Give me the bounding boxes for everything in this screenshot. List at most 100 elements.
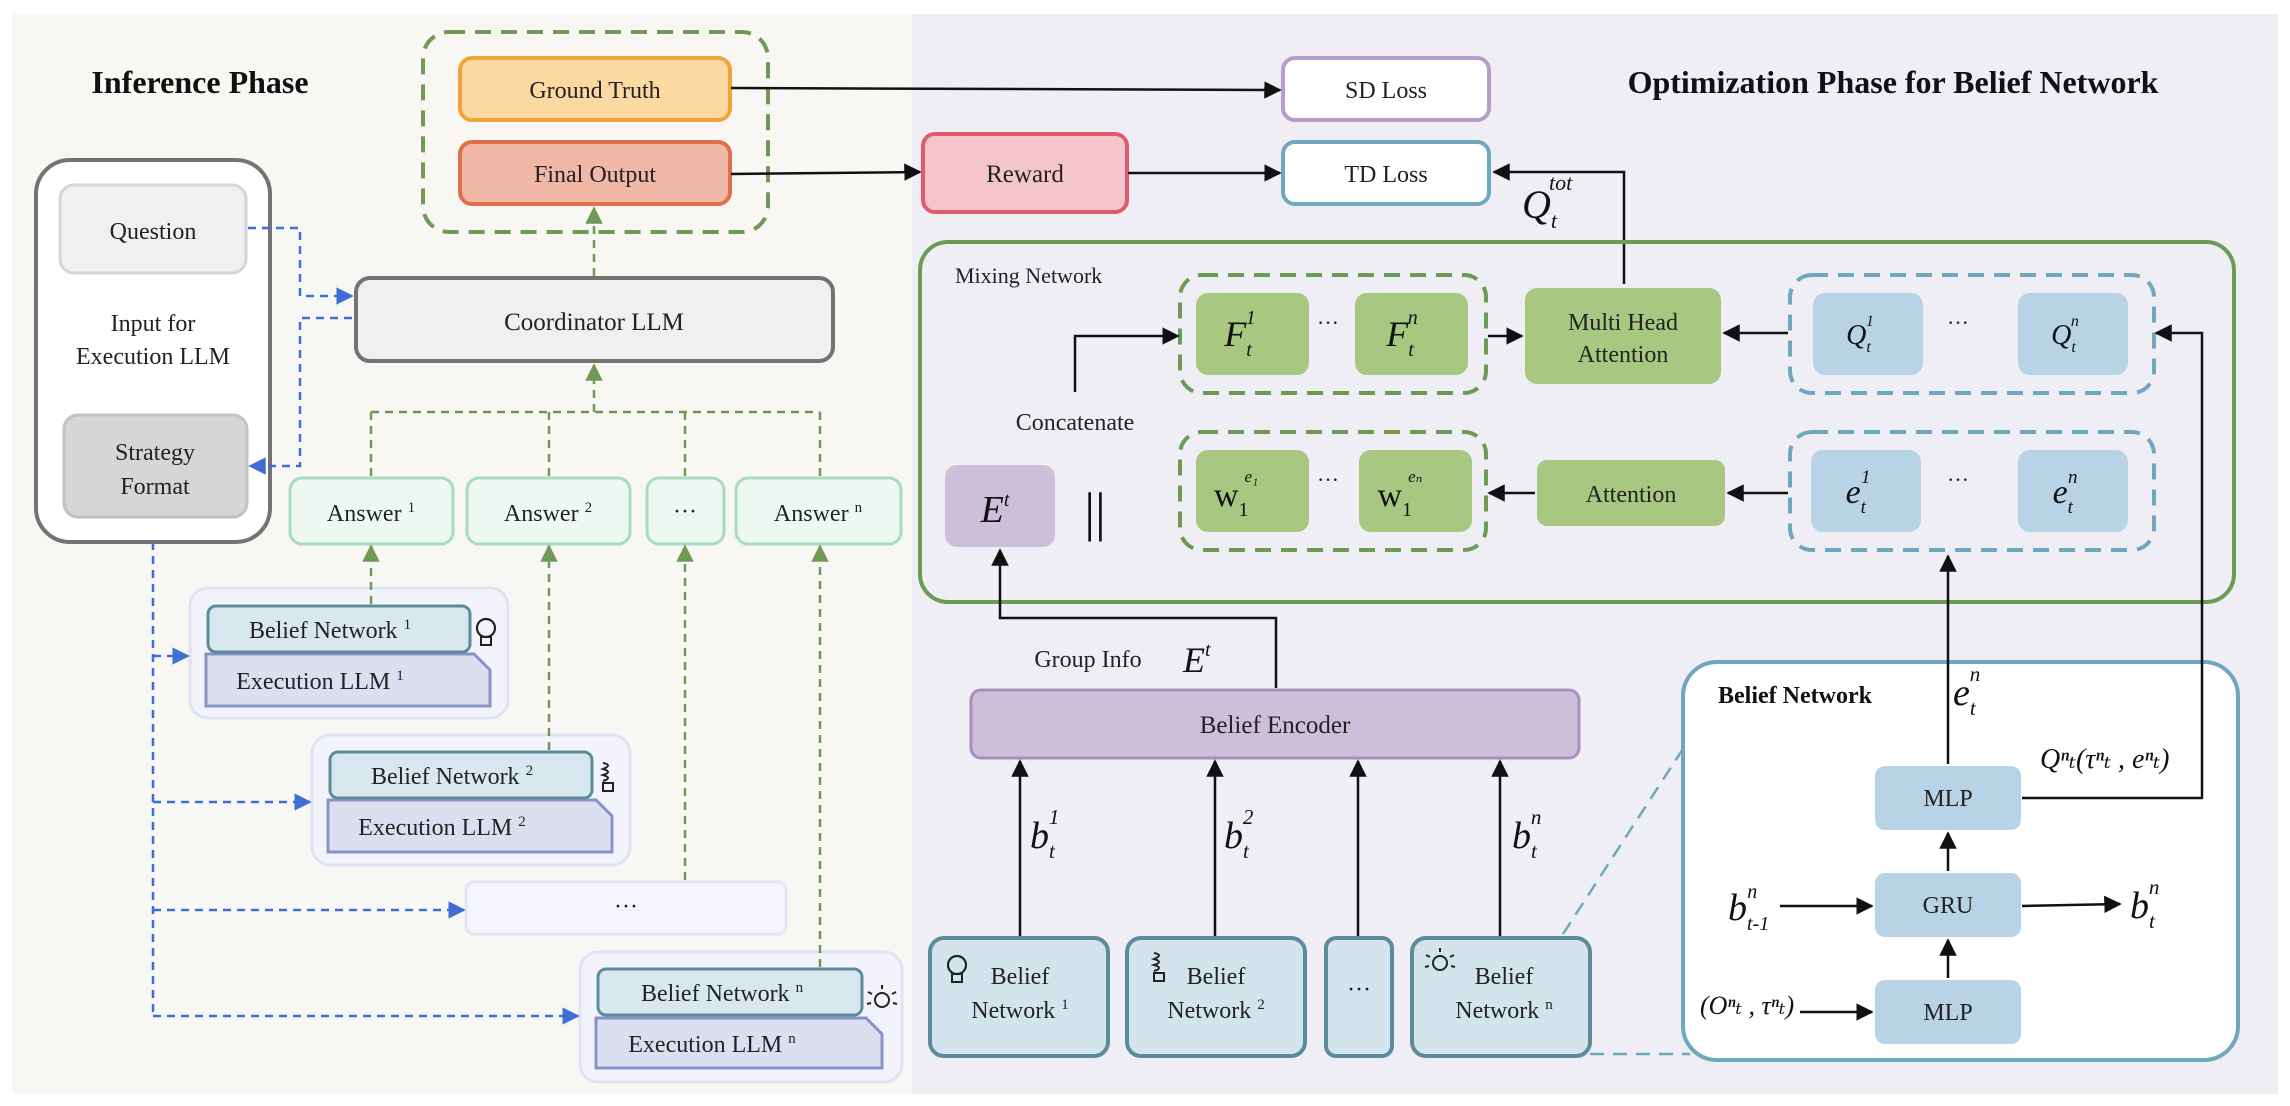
concatenate-to-f-arrow [1073, 327, 1180, 392]
b-label-n: btn [1512, 805, 1541, 863]
belief-node-n[interactable] [1410, 936, 1592, 1058]
concat-operator: || [1084, 482, 1106, 542]
mha-label-line2: Attention [1578, 342, 1669, 368]
belief-node-1-line1: Belief [991, 964, 1050, 990]
f-ellipsis: ··· [1317, 310, 1339, 335]
mlp-top-box[interactable] [1875, 766, 2021, 830]
input-caption-line1: Input for [111, 311, 196, 337]
belief-network-2-box[interactable] [328, 750, 594, 800]
mha-label-line1: Multi Head [1568, 310, 1678, 336]
answer-ellipsis-label: ··· [673, 499, 697, 525]
nodes-to-encoder-arrows [1011, 759, 1509, 936]
answer-ellipsis-box [645, 476, 726, 546]
ground-truth-box[interactable] [458, 56, 732, 122]
td-loss-label: TD Loss [1344, 162, 1427, 188]
attention-box[interactable] [1537, 460, 1725, 526]
multi-head-attention-box[interactable] [1525, 288, 1721, 384]
w-token-1 [1196, 450, 1309, 532]
answer-1-box[interactable] [288, 476, 455, 546]
input-distribution-connectors [151, 226, 580, 1025]
e-token-group [1788, 430, 2156, 552]
ground-truth-label: Ground Truth [529, 78, 660, 104]
b-label-2: bt2 [1224, 805, 1254, 863]
strategy-format-box[interactable] [62, 413, 249, 519]
mixing-network-panel [918, 240, 2236, 604]
f-token-n-label: Ftn [1385, 307, 1418, 361]
b-in-label: bt-1n [1728, 881, 1769, 935]
belief-network-panel-title: Belief Network [1718, 683, 1873, 709]
concatenate-label: Concatenate [1016, 410, 1135, 436]
glowing-bulb-icon [1424, 948, 1456, 971]
mha-to-td-loss-arrow [1492, 163, 1626, 284]
e-token-1 [1811, 450, 1921, 532]
strategy-label-line2: Format [120, 474, 190, 500]
execution-llm-1-box[interactable] [204, 652, 492, 708]
execution-llm-n-box[interactable] [594, 1016, 884, 1070]
w-token-group [1178, 430, 1488, 552]
belief-network-n-box[interactable] [596, 967, 864, 1017]
e-out-label: etn [1953, 662, 1980, 720]
mlp-bottom-box[interactable] [1875, 980, 2021, 1044]
group-e-label: Et [1182, 639, 1211, 680]
w-token-n-label: w1eₙ [1378, 467, 1423, 521]
e-t-token [945, 465, 1055, 547]
strategy-label-line1: Strategy [115, 440, 195, 466]
belief-node-n-line1: Belief [1475, 964, 1534, 990]
agents-to-answers-connectors [362, 544, 829, 967]
belief-network-panel [1681, 660, 2240, 1062]
sd-loss-box[interactable] [1281, 56, 1491, 122]
f-token-group [1178, 273, 1488, 395]
f-token-n [1355, 293, 1468, 375]
mlp-bottom-label: MLP [1923, 1000, 1972, 1026]
group-info-label: Group Info [1034, 647, 1141, 673]
belief-encoder-box[interactable] [969, 688, 1581, 760]
mlp-top-label: MLP [1923, 786, 1972, 812]
q-token-n-label: Qtn [2051, 313, 2079, 356]
encoder-to-e-t-arrow [991, 548, 1278, 688]
optimization-phase-title: Optimization Phase for Belief Network [1628, 64, 2159, 100]
e-token-n [2018, 450, 2128, 532]
cfl-bulb-icon [1150, 952, 1165, 982]
glowing-bulb-icon [866, 985, 898, 1008]
coordinator-llm-label: Coordinator LLM [504, 309, 684, 336]
b-label-1: bt1 [1030, 805, 1059, 863]
belief-node-1[interactable] [928, 936, 1110, 1058]
coordinator-llm-box[interactable] [354, 276, 835, 363]
w-ellipsis: ··· [1317, 467, 1339, 492]
input-caption-line2: Execution LLM [76, 344, 230, 370]
e-t-token-label: Et [980, 489, 1010, 531]
f-token-1 [1196, 293, 1309, 375]
cfl-bulb-icon [599, 762, 614, 792]
question-box[interactable] [58, 183, 248, 275]
answer-n-box[interactable] [734, 476, 903, 546]
final-output-box[interactable] [458, 140, 732, 206]
belief-node-2[interactable] [1125, 936, 1307, 1058]
belief-node-ellipsis [1324, 936, 1394, 1058]
agent-ellipsis-box [464, 880, 788, 936]
w-token-1-label: w1e₁ [1214, 467, 1258, 521]
belief-network-1-box[interactable] [206, 604, 472, 654]
e-token-n-label: etn [2053, 467, 2078, 518]
reward-label: Reward [986, 161, 1064, 188]
execution-llm-2-box[interactable] [326, 798, 614, 854]
question-label: Question [110, 219, 197, 245]
reward-box[interactable] [921, 132, 1129, 214]
gru-label: GRU [1923, 893, 1974, 919]
gru-box[interactable] [1875, 873, 2021, 937]
answer-2-box[interactable] [465, 476, 632, 546]
lightbulb-icon [475, 617, 497, 646]
attention-label: Attention [1586, 482, 1677, 508]
answers-to-coordinator-connectors [369, 363, 822, 476]
q-out-label: Qⁿₜ(τⁿₜ , eⁿₜ) [2040, 744, 2170, 775]
td-loss-box[interactable] [1281, 140, 1491, 206]
e-ellipsis: ··· [1947, 467, 1969, 492]
